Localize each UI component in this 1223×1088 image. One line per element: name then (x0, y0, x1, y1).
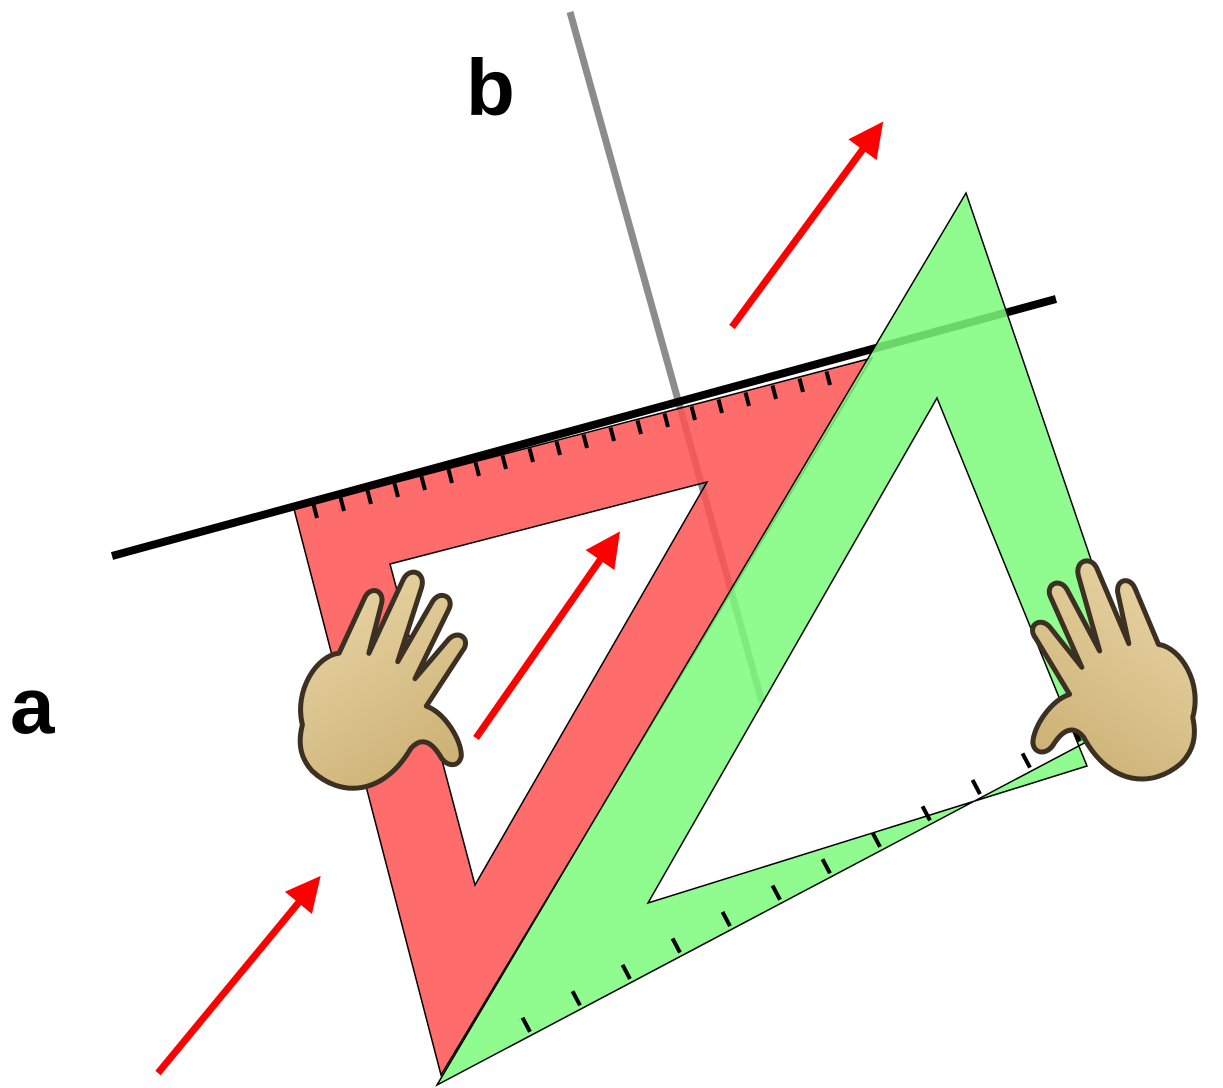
line-a-label: a (10, 661, 55, 750)
red-set-square-scale-ticks (311, 370, 832, 519)
line-b-label: b (466, 43, 515, 132)
scale-tick (716, 398, 724, 414)
scale-tick (365, 489, 373, 505)
scale-tick (770, 884, 782, 901)
scale-tick (797, 377, 805, 393)
scale-tick (581, 433, 589, 449)
scale-tick (1020, 752, 1032, 769)
scale-tick (608, 426, 616, 442)
scale-tick (311, 503, 319, 519)
scale-tick (689, 405, 697, 421)
green-set-square-scale-ticks (520, 726, 1082, 1033)
scale-tick (870, 831, 882, 848)
scale-tick (446, 468, 454, 484)
scale-tick (770, 384, 778, 400)
scale-tick (824, 370, 832, 386)
right-hand-icon (1030, 558, 1198, 782)
left-hand-icon (297, 569, 469, 791)
arrow-icon (729, 121, 884, 330)
scale-tick (554, 440, 562, 456)
scale-tick (920, 805, 932, 822)
scale-tick (620, 963, 632, 980)
scale-tick (720, 911, 732, 928)
scale-tick (520, 1016, 532, 1033)
scale-tick (473, 461, 481, 477)
scale-tick (338, 496, 346, 512)
scale-tick (392, 482, 400, 498)
scale-tick (527, 447, 535, 463)
scale-tick (419, 475, 427, 491)
green-set-square (434, 191, 1144, 1087)
arrow-icon (473, 531, 621, 741)
scale-tick (662, 412, 670, 428)
scale-tick (820, 858, 832, 875)
scale-tick (635, 419, 643, 435)
scale-tick (743, 391, 751, 407)
scale-tick (500, 454, 508, 470)
arrow-icon (155, 875, 321, 1076)
scale-tick (670, 937, 682, 954)
scale-tick (570, 990, 582, 1007)
scale-tick (970, 778, 982, 795)
